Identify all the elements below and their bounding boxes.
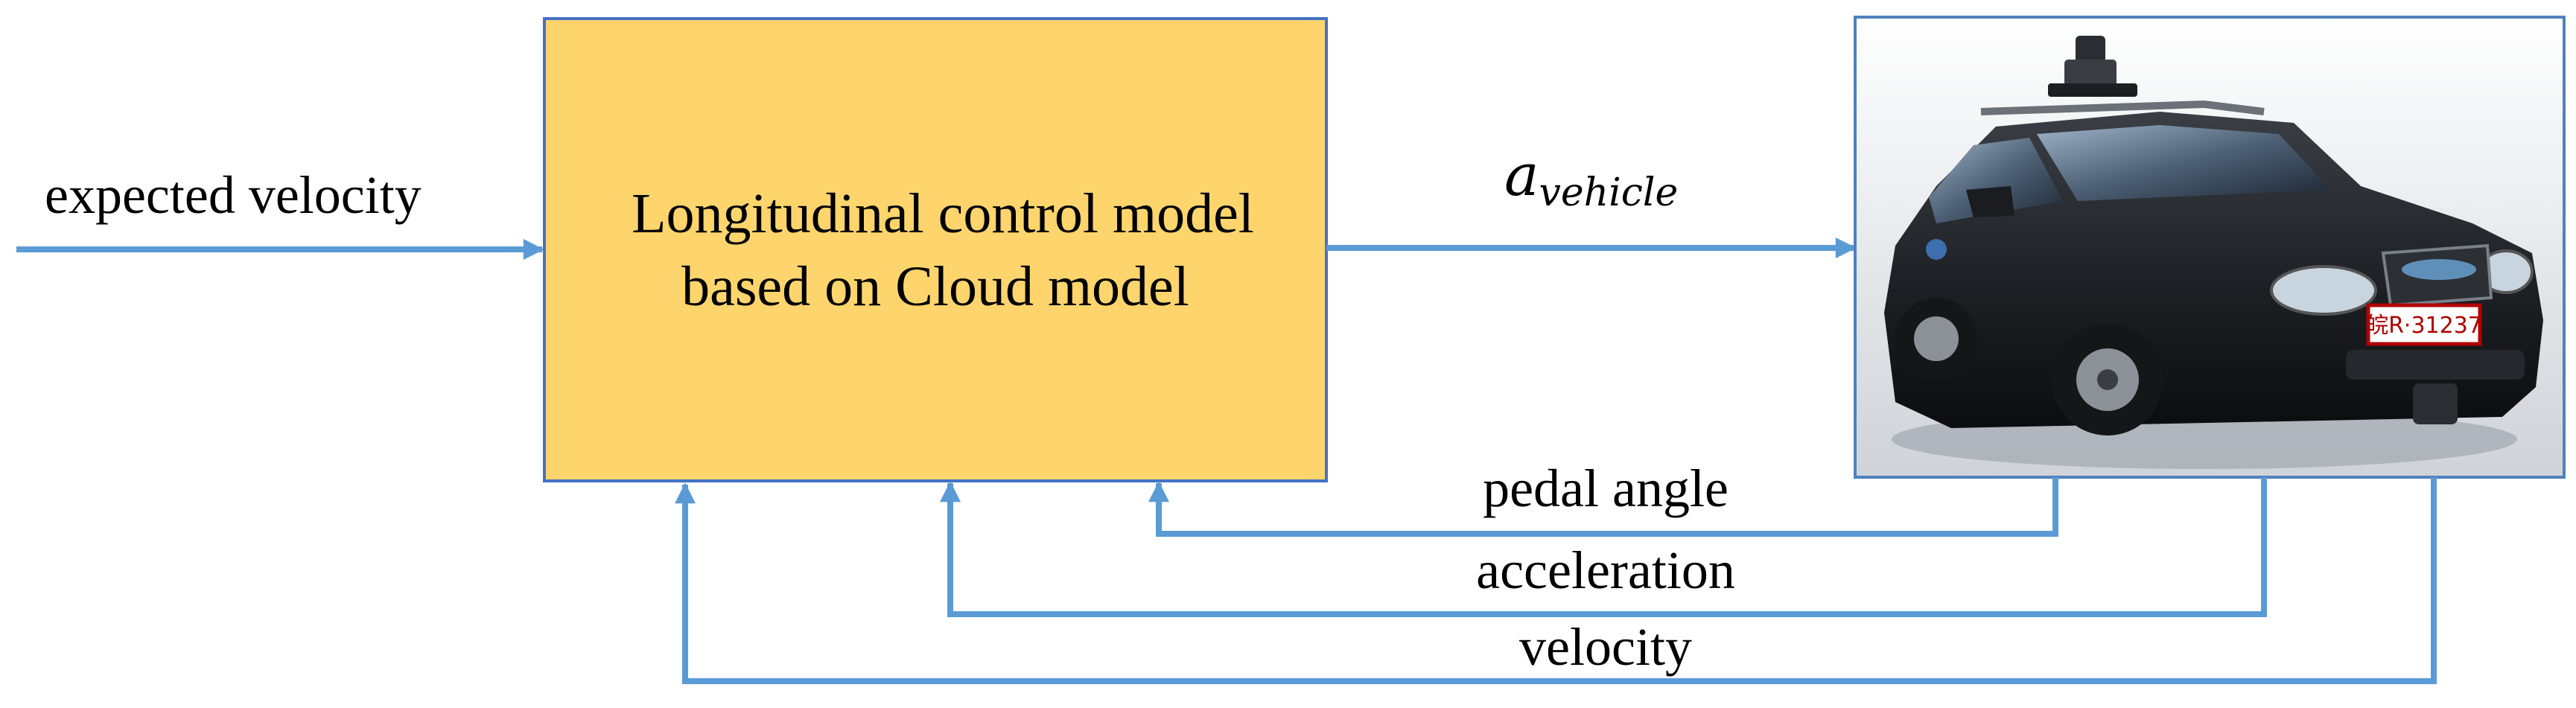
vehicle-image: 皖R·31237 (1854, 16, 2566, 479)
control-block: Longitudinal control model based on Clou… (543, 17, 1328, 482)
feedback-velocity-arrow (675, 477, 2437, 684)
output-symbol: a (1504, 142, 1539, 209)
input-signal: expected velocity (16, 165, 544, 260)
feedback-velocity: velocity (675, 477, 2437, 684)
feedback-pedal-angle-label: pedal angle (1483, 459, 1729, 518)
license-plate-text: 皖R·31237 (2366, 313, 2482, 339)
control-block-line1: Longitudinal control model (632, 182, 1254, 245)
feedback-acceleration-label: acceleration (1476, 540, 1735, 600)
license-plate: 皖R·31237 (2366, 303, 2482, 346)
output-label: avehicle (1504, 142, 1678, 215)
control-block-box (543, 17, 1328, 482)
roof-sensor-icon (2048, 36, 2137, 97)
control-block-line2: based on Cloud model (681, 255, 1189, 318)
wheel-icon (1895, 298, 2163, 436)
feedback-acceleration: acceleration (940, 477, 2267, 617)
feedback-acceleration-arrow (940, 477, 2267, 617)
feedback-pedal-angle: pedal angle (1148, 459, 2058, 537)
feedback-velocity-label: velocity (1519, 617, 1692, 677)
input-label: expected velocity (45, 165, 422, 225)
feedback-pedal-angle-arrow (1148, 477, 2058, 537)
output-signal: avehicle (1326, 142, 1857, 258)
output-subscript: vehicle (1539, 170, 1679, 215)
